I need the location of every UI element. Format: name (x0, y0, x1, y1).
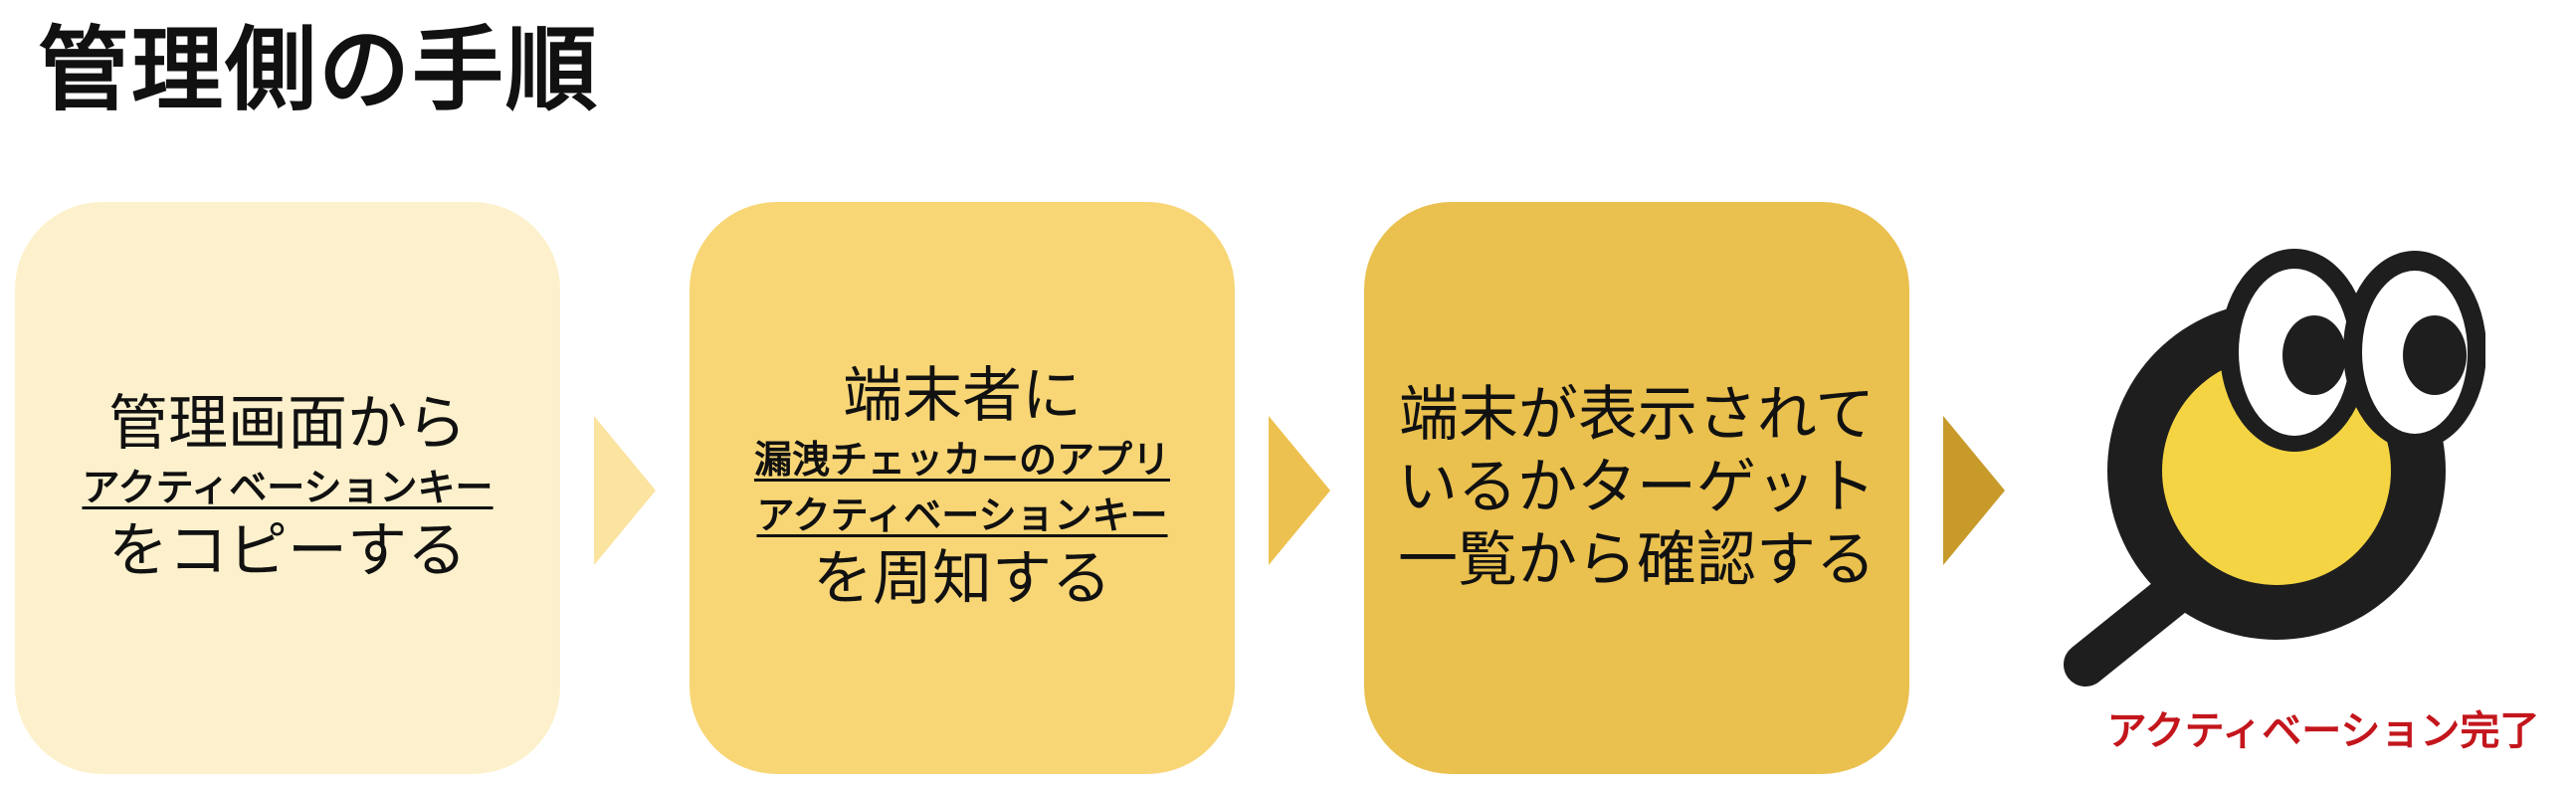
step-2-line-2: 漏洩チェッカーのアプリ (753, 438, 1170, 483)
step-3-line-3: 一覧から確認する (1398, 525, 1876, 596)
page-title: 管理側の手順 (38, 17, 600, 123)
step-1-box: 管理画面から アクティベーションキー をコピーする (15, 202, 560, 774)
step-3-line-1: 端末が表示されて (1398, 379, 1876, 450)
mascot-pupil-right (2403, 315, 2467, 395)
step-3-box: 端末が表示されて いるかターゲット 一覧から確認する (1364, 202, 1909, 774)
arrow-2-shape (1269, 416, 1330, 565)
step-1-line-3: をコピーする (108, 516, 467, 587)
step-2-line-1: 端末者に (843, 361, 1082, 432)
step-2-line-3: アクティベーションキー (756, 492, 1168, 537)
mascot-pupil-left (2282, 315, 2346, 395)
chevron-right-icon (1943, 416, 2005, 565)
arrow-3-shape (1943, 416, 2005, 565)
magnifier-eyes-mascot-icon (2058, 249, 2485, 691)
step-2-line-4: を周知する (813, 543, 1111, 614)
step-3-line-2: いるかターゲット (1398, 452, 1876, 522)
chevron-right-icon (594, 416, 656, 565)
step-2-box: 端末者に 漏洩チェッカーのアプリ アクティベーションキー を周知する (690, 202, 1235, 774)
activation-complete-label: アクティベーション完了 (2106, 708, 2540, 754)
arrow-1-shape (594, 416, 656, 565)
chevron-right-icon (1269, 416, 1330, 565)
step-1-line-2: アクティベーションキー (82, 465, 494, 509)
step-1-line-1: 管理画面から (108, 388, 467, 459)
